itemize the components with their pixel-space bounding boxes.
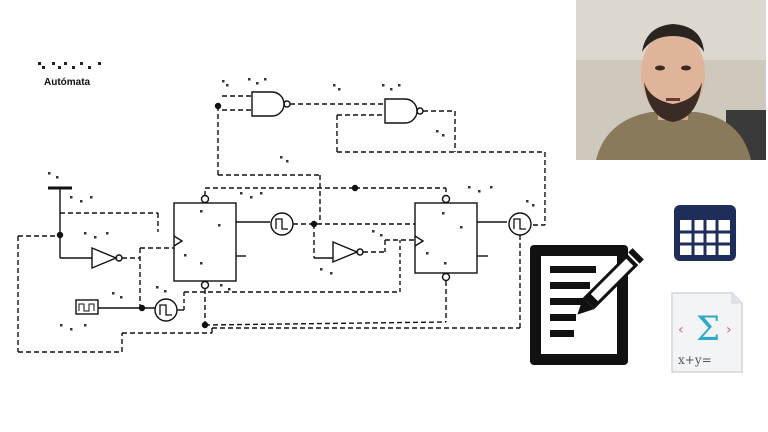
braille-caption	[38, 62, 101, 69]
flip-flop-1	[173, 187, 355, 329]
not-gate-2	[332, 239, 415, 264]
input-switch	[48, 186, 159, 259]
sigma-formula-icon[interactable]: Σ ‹ › x+y=	[671, 292, 743, 373]
svg-text:Σ: Σ	[696, 309, 720, 349]
and-gate-1	[222, 91, 385, 117]
svg-text:‹: ‹	[678, 322, 684, 338]
presenter-webcam	[576, 0, 766, 160]
not-gate-1	[91, 246, 174, 308]
diagram-title: Autómata	[44, 77, 91, 88]
document-pencil-icon[interactable]	[530, 245, 644, 365]
spreadsheet-icon[interactable]	[674, 205, 736, 261]
svg-text:›: ›	[726, 322, 732, 338]
and-gate-2	[336, 98, 546, 226]
flip-flop-2	[204, 184, 507, 326]
pulse-symbol-1	[270, 212, 415, 259]
outer-feedback-loop	[17, 235, 521, 353]
clock-generator	[75, 299, 155, 315]
pulse-symbol-3	[154, 240, 401, 322]
formula-text: x+y=	[678, 353, 712, 367]
braille-labels	[48, 78, 535, 331]
pulse-symbol-2	[508, 212, 532, 236]
